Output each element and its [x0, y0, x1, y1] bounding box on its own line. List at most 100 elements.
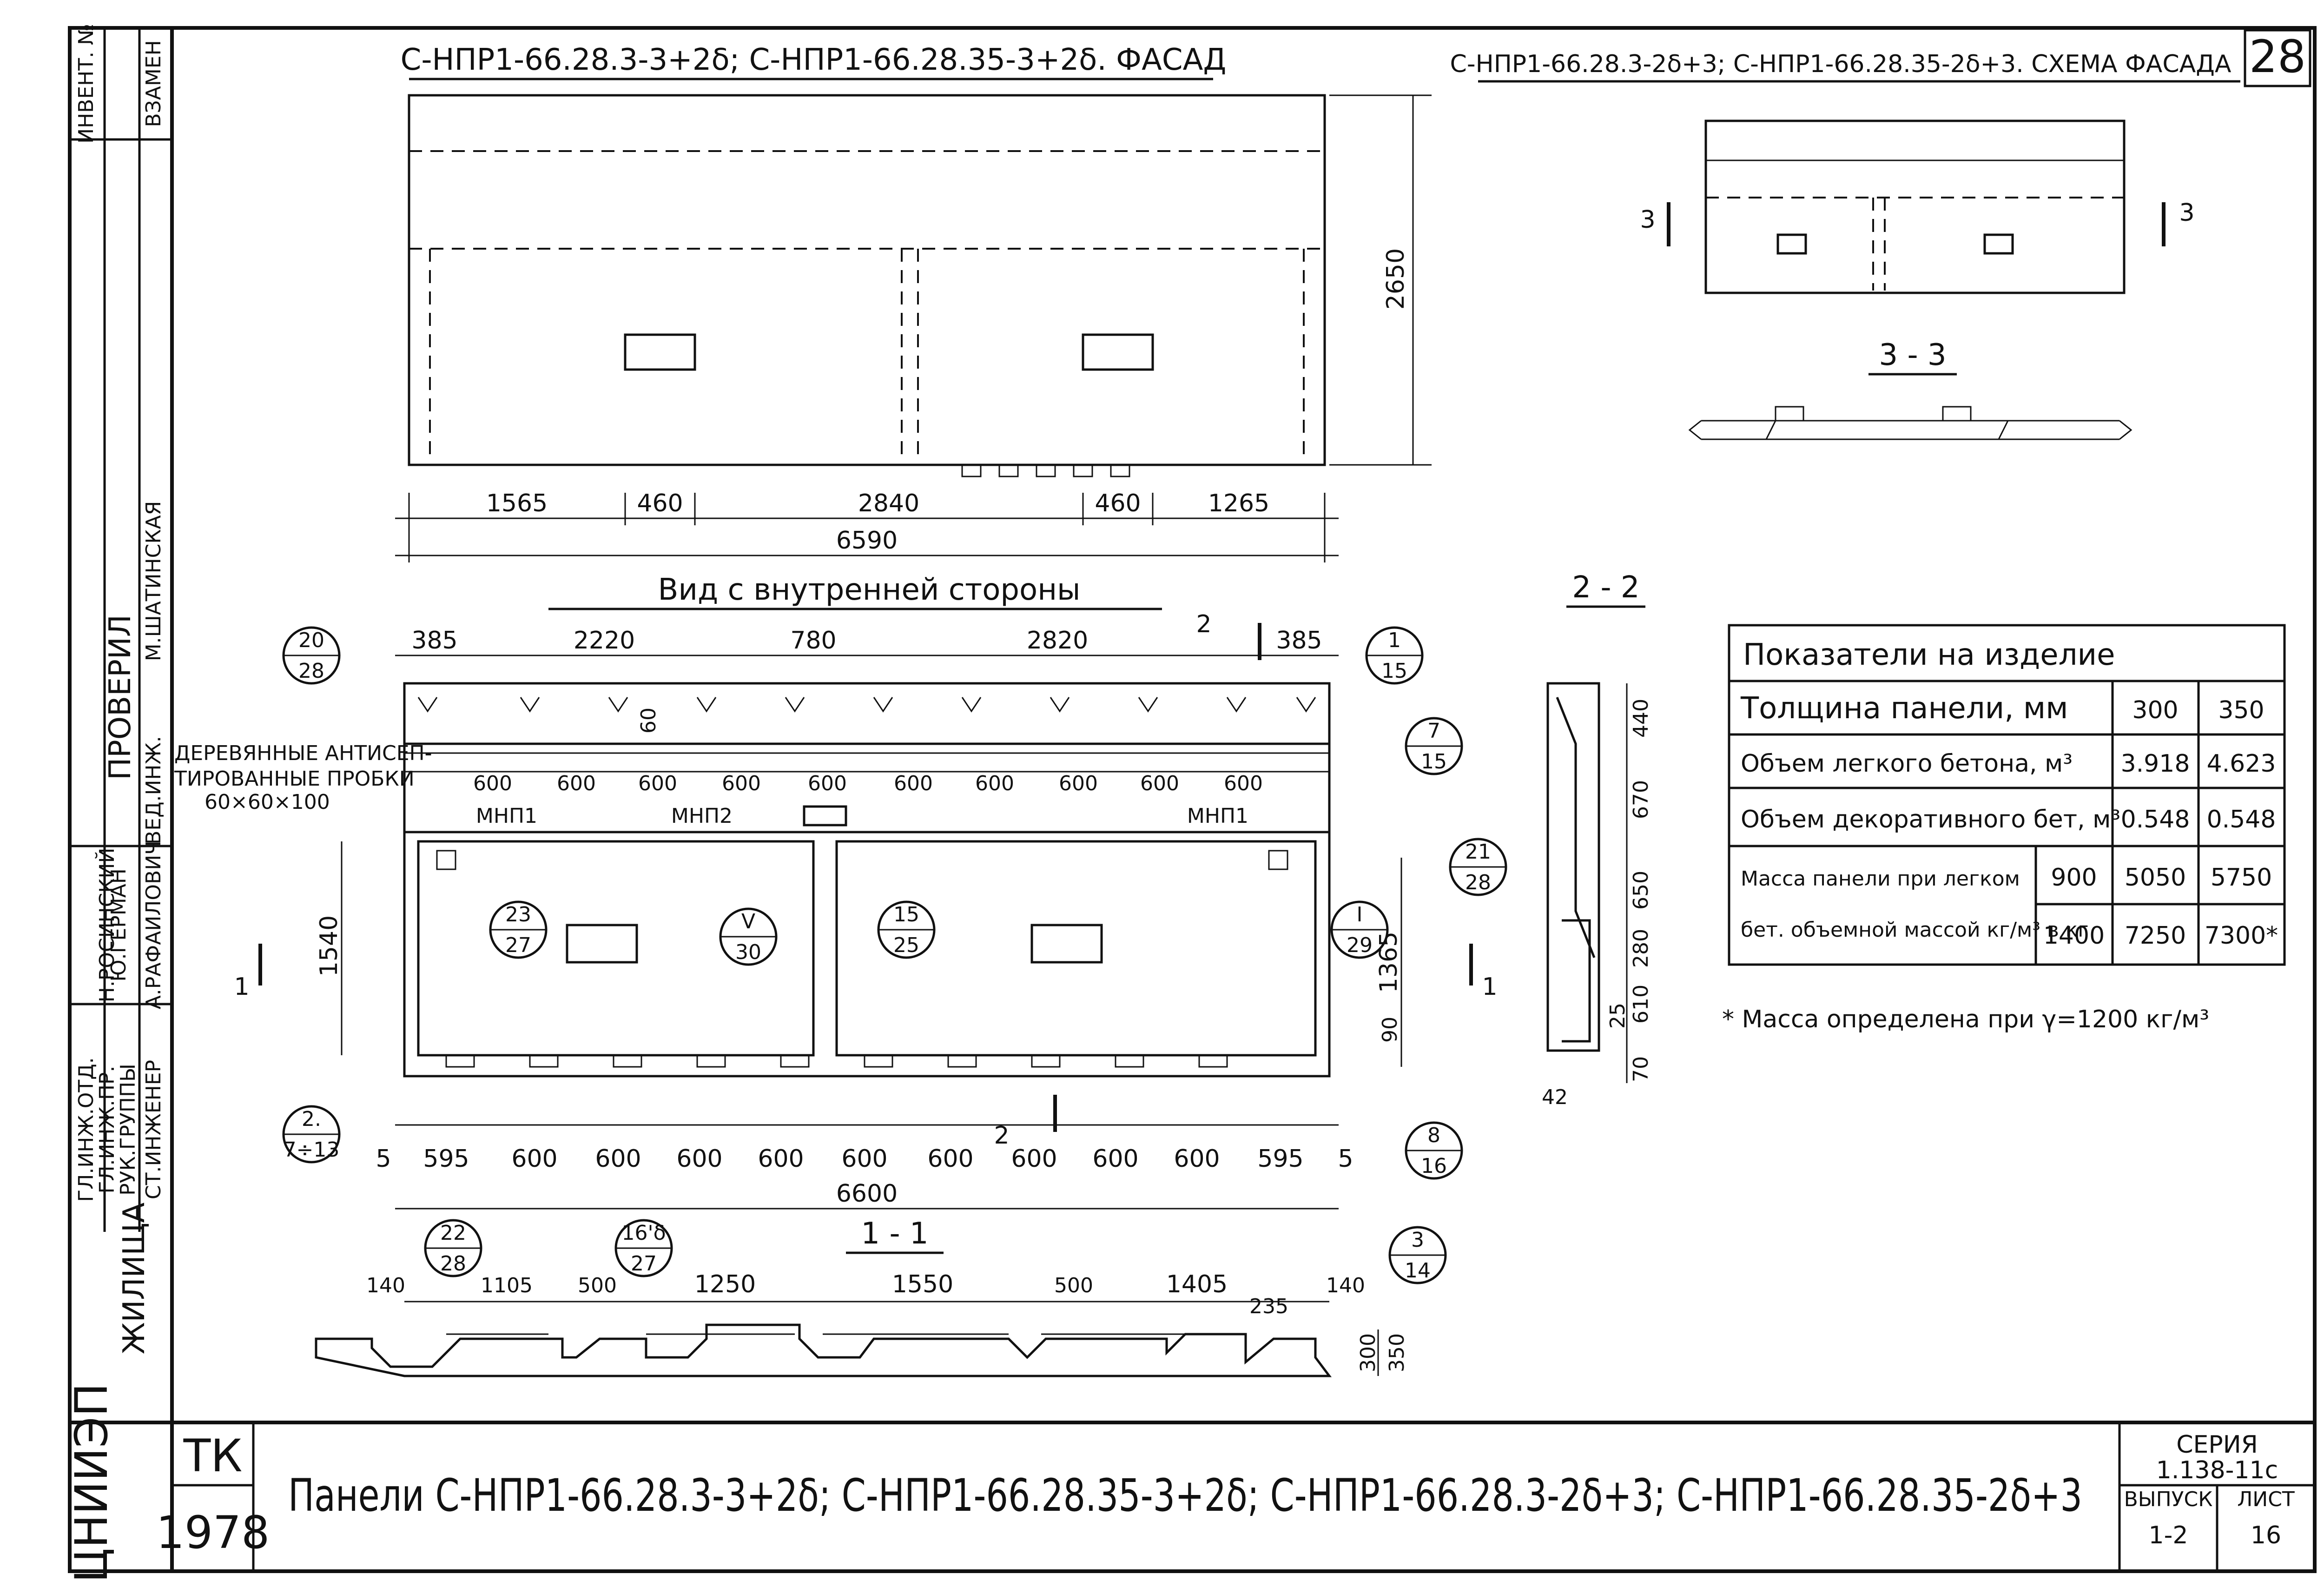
table-row-4-v2: 5750 — [2211, 864, 2272, 892]
strip-name-2: Ю.ГЕРМАН — [107, 868, 131, 982]
inner-top-dim-2: 2220 — [574, 627, 635, 655]
strip-name-4: А.РАФАИЛОВИЧ — [142, 841, 165, 1010]
issue-label: ВЫПУСК — [2124, 1488, 2213, 1511]
facade-title: С-НПР1-66.28.3-3+2δ; С-НПР1-66.28.35-3+2… — [401, 43, 1227, 77]
inner-plug-right — [1268, 850, 1288, 870]
callout-22-28: 22 28 — [424, 1219, 482, 1277]
svg-text:23: 23 — [505, 903, 531, 926]
table-row-5-v2: 7300* — [2205, 922, 2278, 950]
svg-text:15: 15 — [1421, 750, 1447, 774]
callout-15-25: 15 25 — [877, 900, 936, 959]
s11-dim-2: 1105 — [481, 1274, 533, 1297]
table-row-3-label: Объем декоративного бет, м³ — [1741, 806, 2120, 833]
anchor-dim-7: 600 — [975, 772, 1014, 795]
s11-dim-8: 140 — [1326, 1274, 1365, 1297]
table-row-1-v1: 300 — [2132, 696, 2178, 724]
indicators-table — [1728, 624, 2286, 966]
issue-value: 1-2 — [2149, 1521, 2188, 1549]
table-row-1-label: Толщина панели, мм — [1740, 691, 2068, 726]
s22-dim-6: 25 — [1606, 1003, 1630, 1029]
bottom-dim-12: 595 — [1257, 1145, 1303, 1173]
svg-text:15: 15 — [1381, 659, 1407, 683]
wood-note-line-1: ДЕРЕВЯННЫЕ АНТИСЕП- — [174, 741, 432, 765]
facade-dim-1: 1565 — [486, 489, 548, 517]
bottom-dim-13: 5 — [1338, 1145, 1353, 1173]
svg-text:28: 28 — [298, 659, 324, 683]
svg-text:3: 3 — [1411, 1228, 1424, 1252]
svg-text:22: 22 — [440, 1221, 466, 1245]
strip-extra-name: М.ШАТИНСКАЯ — [142, 501, 165, 661]
bottom-dim-9: 600 — [1011, 1145, 1057, 1173]
strip-inv-no: ИНВЕНТ. № — [74, 24, 98, 144]
callout-20-28: 20 28 — [282, 626, 341, 685]
s22-dim-2: 670 — [1629, 780, 1653, 819]
loop-label-right: МНП1 — [1187, 804, 1248, 828]
strip-role-1: ГЛ.ИНЖ.ОТД. — [74, 1057, 98, 1202]
series-label: СЕРИЯ — [2176, 1431, 2258, 1459]
inner-vent-right — [1030, 924, 1103, 964]
inner-anchor-marks — [417, 697, 1316, 713]
inner-panel-outline — [403, 682, 1331, 1078]
sheet-number-box — [2244, 29, 2311, 87]
series-value: 1.138-11с — [2156, 1456, 2278, 1484]
facade-height: 2650 — [1382, 248, 1410, 310]
table-row-2-v1: 3.918 — [2121, 750, 2190, 778]
cut-1-right-label: 1 — [1482, 973, 1497, 1001]
bottom-dim-1: 5 — [376, 1145, 391, 1173]
anchor-dim-9: 600 — [1140, 772, 1179, 795]
inner-opening-right — [835, 840, 1317, 1057]
callout-7-15: 7 15 — [1405, 717, 1463, 775]
svg-text:I: I — [1357, 903, 1363, 926]
loop-label-mid: МНП2 — [671, 804, 733, 828]
inner-total: 6600 — [836, 1180, 898, 1208]
facade-dim-3: 2840 — [858, 489, 919, 517]
s11-height-2: 350 — [1385, 1333, 1409, 1372]
sheet-value: 16 — [2251, 1521, 2281, 1549]
inner-view-title: Вид с внутренней стороны — [658, 573, 1080, 607]
cut-2-top-label: 2 — [1196, 610, 1211, 638]
svg-text:16: 16 — [1421, 1154, 1447, 1178]
table-row-2-label: Объем легкого бетона, м³ — [1741, 750, 2073, 778]
cut-1-left-label: 1 — [234, 973, 249, 1001]
scheme-vent-left — [1776, 233, 1807, 255]
bottom-dim-2: 595 — [423, 1145, 469, 1173]
s11-dim-7: 1405 — [1166, 1270, 1228, 1298]
svg-text:28: 28 — [1465, 871, 1491, 894]
inner-top-dim-5: 385 — [1276, 627, 1322, 655]
table-title: Показатели на изделие — [1743, 638, 2115, 672]
anchor-dim-8: 600 — [1059, 772, 1098, 795]
inner-plug-left — [436, 850, 456, 870]
anchor-dim-4: 600 — [722, 772, 761, 795]
wood-note-line-2: ТИРОВАННЫЕ ПРОБКИ — [174, 767, 415, 791]
table-row-5-label: бет. объемной массой кг/м³ в кг — [1741, 918, 2088, 942]
svg-text:16'δ: 16'δ — [621, 1221, 666, 1245]
svg-text:25: 25 — [893, 933, 919, 957]
facade-teeth — [961, 465, 1130, 477]
inner-top-dim-3: 780 — [790, 627, 836, 655]
callout-3-14: 3 14 — [1388, 1226, 1447, 1284]
s22-bottom-dim: 42 — [1542, 1085, 1568, 1109]
s11-dim-3: 500 — [578, 1274, 617, 1297]
facade-dim-2: 460 — [637, 489, 683, 517]
table-row-1-v2: 350 — [2218, 696, 2264, 724]
table-row-5-sub: 1400 — [2043, 922, 2105, 950]
s11-height-1: 300 — [1356, 1333, 1380, 1372]
strip-instead: ВЗАМЕН — [142, 40, 165, 127]
svg-text:15: 15 — [893, 903, 919, 926]
strip-checked: ПРОВЕРИЛ — [103, 615, 138, 780]
scheme-vent-right — [1983, 233, 2014, 255]
callout-23-27: 23 27 — [489, 900, 548, 959]
bottom-dim-7: 600 — [841, 1145, 887, 1173]
anchor-dim-6: 600 — [894, 772, 933, 795]
bottom-dim-3: 600 — [511, 1145, 557, 1173]
s22-dim-5: 610 — [1629, 985, 1653, 1024]
sheet-number: 28 — [2249, 31, 2306, 83]
svg-text:7÷13: 7÷13 — [284, 1138, 340, 1162]
table-row-4-v1: 5050 — [2125, 864, 2186, 892]
svg-text:1: 1 — [1388, 628, 1401, 652]
strip-org: ЦНИИЭП — [66, 1383, 118, 1583]
anchor-dim-10: 600 — [1224, 772, 1263, 795]
inner-top-dim-4: 2820 — [1027, 627, 1088, 655]
scheme-cut-right-label: 3 — [2179, 199, 2194, 227]
